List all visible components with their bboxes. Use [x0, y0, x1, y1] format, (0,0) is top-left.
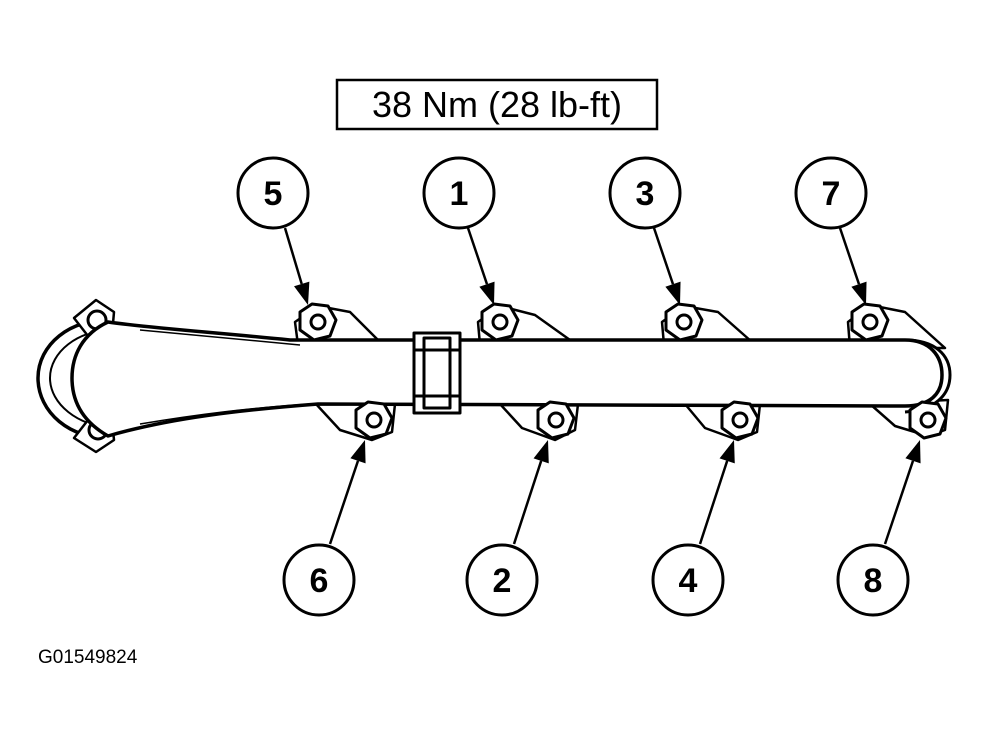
callout-arrow-head: [350, 440, 366, 464]
callout-arrow-line: [838, 227, 861, 285]
callout-circle-5: [236, 156, 310, 230]
upper-bolts: [298, 302, 890, 342]
callout-arrow-head: [294, 281, 310, 305]
callout-circles: 5 1 3 7 6 2 4 8: [236, 156, 910, 617]
callout-arrow-head: [533, 440, 549, 464]
callout-circle-3: [608, 156, 682, 230]
callout-arrow-line: [466, 227, 489, 285]
callout-arrow-line: [283, 227, 303, 285]
callout-circle-8: [836, 543, 910, 617]
callout-arrow-line: [652, 227, 675, 285]
callout-circle-4: [651, 543, 725, 617]
manifold-runner: [70, 320, 944, 438]
bolt-4: [720, 400, 760, 440]
callout-circle-2: [465, 543, 539, 617]
callout-arrow-line: [883, 460, 915, 545]
bolt-6: [354, 400, 394, 440]
torque-label: 38 Nm (28 lb-ft): [372, 84, 622, 125]
callout-number-4: 4: [679, 562, 698, 600]
callout-circle-1: [422, 156, 496, 230]
figure-id: G01549824: [38, 647, 138, 668]
callout-number-5: 5: [264, 175, 283, 213]
callout-arrow-head: [719, 440, 735, 464]
callout-number-6: 6: [310, 562, 329, 600]
callout-arrow-line: [512, 460, 543, 545]
manifold-drawing: [36, 298, 952, 454]
bolt-5: [298, 302, 338, 342]
bolt-8: [908, 400, 948, 440]
slip-joint: [412, 331, 462, 415]
callout-arrows: [283, 227, 921, 545]
callout-arrow-head: [479, 281, 495, 305]
callout-arrow-head: [851, 281, 867, 305]
lower-bolts: [354, 400, 948, 440]
callout-arrow-line: [698, 460, 729, 545]
callout-number-2: 2: [493, 562, 512, 600]
callout-number-7: 7: [822, 175, 841, 213]
torque-spec-box: 38 Nm (28 lb-ft): [335, 78, 659, 131]
bolt-3: [664, 302, 704, 342]
callout-arrow-head: [665, 281, 681, 305]
callout-number-3: 3: [636, 175, 655, 213]
callout-arrow-line: [328, 460, 360, 545]
callout-circle-7: [794, 156, 868, 230]
bolt-1: [480, 302, 520, 342]
bolt-7: [850, 302, 890, 342]
callout-arrow-head: [905, 440, 921, 464]
callout-number-8: 8: [864, 562, 883, 600]
callout-number-1: 1: [450, 175, 469, 213]
callout-circle-6: [282, 543, 356, 617]
bolt-2: [536, 400, 576, 440]
